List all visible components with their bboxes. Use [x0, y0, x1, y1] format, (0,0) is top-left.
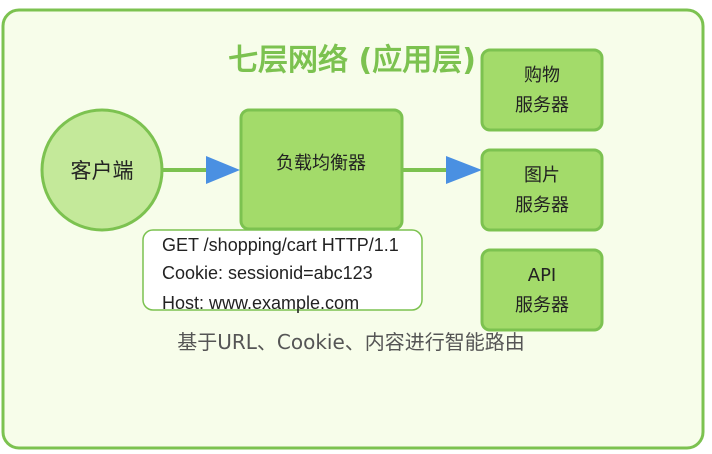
load-balancer-node: 负载均衡器 [239, 108, 404, 231]
server-label-line1: 购物 [524, 65, 560, 86]
server-label-line1: API [528, 265, 556, 286]
server-label-line1: 图片 [524, 165, 560, 186]
server-label-line2: 服务器 [515, 295, 569, 316]
request-line-3: Host: www.example.com [162, 293, 359, 313]
routing-caption: 基于URL、Cookie、内容进行智能路由 [177, 330, 525, 354]
request-line-1: GET /shopping/cart HTTP/1.1 [162, 235, 399, 255]
request-line-2: Cookie: sessionid=abc123 [162, 263, 373, 283]
server-label-line2: 服务器 [515, 95, 569, 116]
client-node: 客户端 [40, 108, 164, 232]
server-node-image: 图片 服务器 [480, 148, 604, 232]
load-balancer-label: 负载均衡器 [276, 153, 366, 174]
diagram-title: 七层网络 (应用层) [228, 43, 476, 78]
server-node-shopping: 购物 服务器 [480, 48, 604, 132]
arrow-head-lb-to-servers [446, 156, 482, 184]
client-label: 客户端 [71, 159, 134, 183]
request-info-box: GET /shopping/cart HTTP/1.1 Cookie: sess… [142, 229, 423, 313]
server-label-line2: 服务器 [515, 195, 569, 216]
server-node-api: API 服务器 [480, 248, 604, 332]
arrow-head-client-to-lb [206, 156, 240, 184]
